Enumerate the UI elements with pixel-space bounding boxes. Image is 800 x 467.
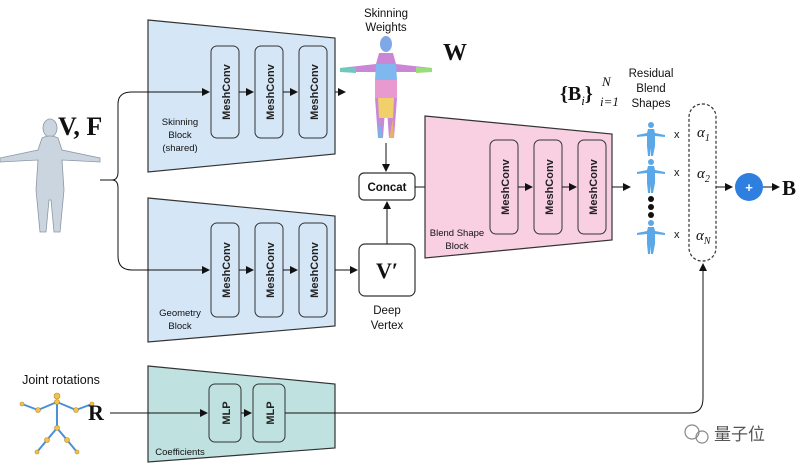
- mesh-input-symbol: V, F: [58, 112, 102, 141]
- geometry-block-label-2: Block: [168, 321, 191, 332]
- coefficients-block: Coefficients MLP MLP: [147, 365, 336, 463]
- geometry-meshconv-3: [298, 222, 328, 318]
- blend-layer-label-3: MeshConv: [588, 158, 600, 215]
- alpha-2: α2: [697, 166, 710, 185]
- residual-label-3: Shapes: [631, 98, 670, 110]
- deep-vertex-symbol: V′: [376, 258, 398, 283]
- ellipsis-dot-3: [648, 212, 654, 218]
- blend-meshconv-3: [577, 139, 607, 235]
- plus-symbol: +: [745, 180, 753, 195]
- mlp-label-1: MLP: [221, 401, 233, 424]
- skinning-block: Skinning Block (shared) MeshConv MeshCon…: [147, 19, 336, 173]
- geometry-block-label-1: Geometry: [159, 308, 201, 319]
- geometry-layer-label-3: MeshConv: [309, 241, 321, 298]
- residual-shape-1: [637, 122, 665, 156]
- residual-set-range: i=1: [600, 94, 619, 109]
- skinning-block-label-3: (shared): [162, 143, 197, 154]
- deep-vertex-label-2: Vertex: [371, 320, 404, 332]
- skinning-layer-label-3: MeshConv: [309, 63, 321, 120]
- blend-layer-label-1: MeshConv: [500, 158, 512, 215]
- geometry-block: Geometry Block MeshConv MeshConv MeshCon…: [147, 197, 336, 343]
- coefficients-label: Coefficients: [155, 447, 205, 458]
- times-1: x: [674, 129, 680, 141]
- residual-label-2: Blend: [636, 83, 665, 95]
- svg-text:{Bi}: {Bi}: [560, 83, 593, 108]
- ellipsis-dot-2: [648, 204, 654, 210]
- blend-shape-label-1: Blend Shape: [430, 228, 484, 239]
- alpha-n: αN: [696, 228, 712, 247]
- watermark-text: 量子位: [714, 425, 765, 444]
- residual-shape-2: [637, 159, 665, 193]
- skinning-block-label-1: Skinning: [162, 117, 198, 128]
- residual-label-1: Residual: [629, 68, 674, 80]
- skinning-layer-label-1: MeshConv: [221, 63, 233, 120]
- alpha-column: [688, 103, 717, 262]
- ellipsis-dot-1: [648, 196, 654, 202]
- input-to-geometry-arrow: [111, 179, 210, 274]
- skinning-weights-label-2: Weights: [365, 22, 407, 34]
- deep-vertex-label-1: Deep: [373, 305, 401, 317]
- skinning-weights-label-1: Skinning: [364, 8, 408, 20]
- watermark-logo: [684, 424, 709, 444]
- alpha-1: α1: [697, 125, 710, 144]
- skinning-weights-figure: [340, 36, 432, 138]
- rotations-symbol: R: [88, 400, 105, 425]
- blend-shape-label-2: Block: [445, 241, 468, 252]
- coefficients-to-alpha-arrow: [285, 263, 707, 414]
- output-symbol: B: [782, 176, 796, 200]
- skinning-block-label-2: Block: [168, 130, 191, 141]
- joint-rotations-label: Joint rotations: [22, 373, 100, 387]
- times-2: x: [674, 167, 680, 179]
- times-n: x: [674, 229, 680, 241]
- blend-layer-label-2: MeshConv: [544, 158, 556, 215]
- geometry-layer-label-1: MeshConv: [221, 241, 233, 298]
- residual-set-sup: N: [601, 74, 612, 89]
- concat-label: Concat: [368, 182, 407, 194]
- skinning-layer-label-2: MeshConv: [265, 63, 277, 120]
- residual-shape-n: [637, 220, 665, 254]
- joint-markers: [19, 392, 95, 455]
- blend-shape-block: Blend Shape Block MeshConv MeshConv Mesh…: [424, 115, 613, 259]
- input-to-skinning-arrow: [100, 88, 210, 181]
- skinning-meshconv-3: [298, 45, 328, 139]
- plus-node: [735, 173, 763, 201]
- geometry-layer-label-2: MeshConv: [265, 241, 277, 298]
- residual-set-symbol: {Bi} N i=1: [560, 74, 619, 109]
- input-body-figure: [0, 118, 101, 233]
- skinning-weights-symbol: W: [443, 40, 467, 66]
- mlp-label-2: MLP: [265, 401, 277, 424]
